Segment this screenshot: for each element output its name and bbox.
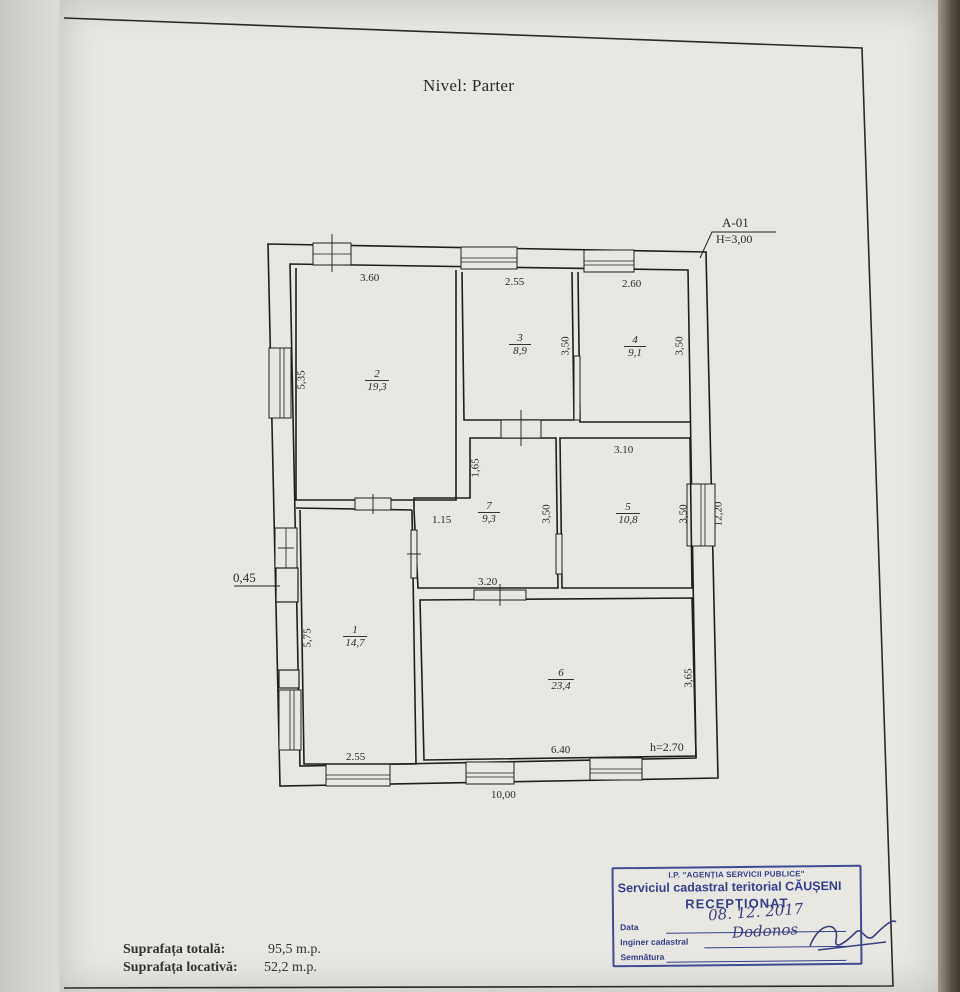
living-area-label: Suprafața locativă: — [123, 960, 238, 975]
dim-room7-width: 3.20 — [478, 576, 498, 588]
dim-room4-width: 2.60 — [622, 278, 642, 290]
page-border — [63, 17, 894, 989]
total-area-value: 95,5 m.p. — [268, 942, 321, 957]
dim-room3-width: 2.55 — [505, 276, 525, 288]
room-height: h=2.70 — [650, 740, 684, 754]
dim-room7-upper: 1,65 — [469, 458, 482, 478]
dim-room5-height: 3,50 — [677, 504, 690, 524]
section-marker-height: H=3,00 — [716, 232, 753, 246]
stamp-service: Serviciul cadastral teritorial CĂUȘENI — [617, 878, 842, 896]
signature-mark — [809, 920, 897, 951]
total-area-label: Suprafața totală: — [123, 942, 226, 957]
dim-room7-height: 3,50 — [540, 504, 553, 524]
document-sheet — [60, 0, 940, 992]
stamp-engineer-label: Inginer cadastral — [620, 936, 689, 948]
section-marker-code: A-01 — [722, 215, 749, 230]
dim-total-height: 12,20 — [712, 501, 725, 527]
background-edge — [938, 0, 960, 992]
dim-room3-height: 3,50 — [559, 336, 572, 356]
dim-room5-width: 3.10 — [614, 444, 634, 456]
dim-room6-width: 6.40 — [551, 744, 571, 756]
stamp-date-label: Data — [620, 922, 639, 933]
dim-room1-height: 5,75 — [301, 628, 314, 648]
level-title: Nivel: Parter — [423, 76, 515, 95]
dim-room4-height: 3,50 — [673, 336, 686, 356]
dim-room2-height: 5,35 — [295, 370, 308, 390]
dim-room1-width: 2.55 — [346, 751, 366, 763]
living-area-value: 52,2 m.p. — [264, 960, 317, 975]
stamp-engineer-handwritten: Dodonos — [731, 920, 799, 942]
dim-room2-width: 3.60 — [360, 272, 380, 284]
dim-wall-offset: 0,45 — [233, 570, 256, 585]
dim-room6-height: 3,65 — [682, 668, 695, 688]
dim-room7-offset: 1.15 — [432, 514, 452, 526]
dim-total-width: 10,00 — [491, 789, 516, 801]
stamp-signature-label: Semnătura — [620, 951, 665, 963]
